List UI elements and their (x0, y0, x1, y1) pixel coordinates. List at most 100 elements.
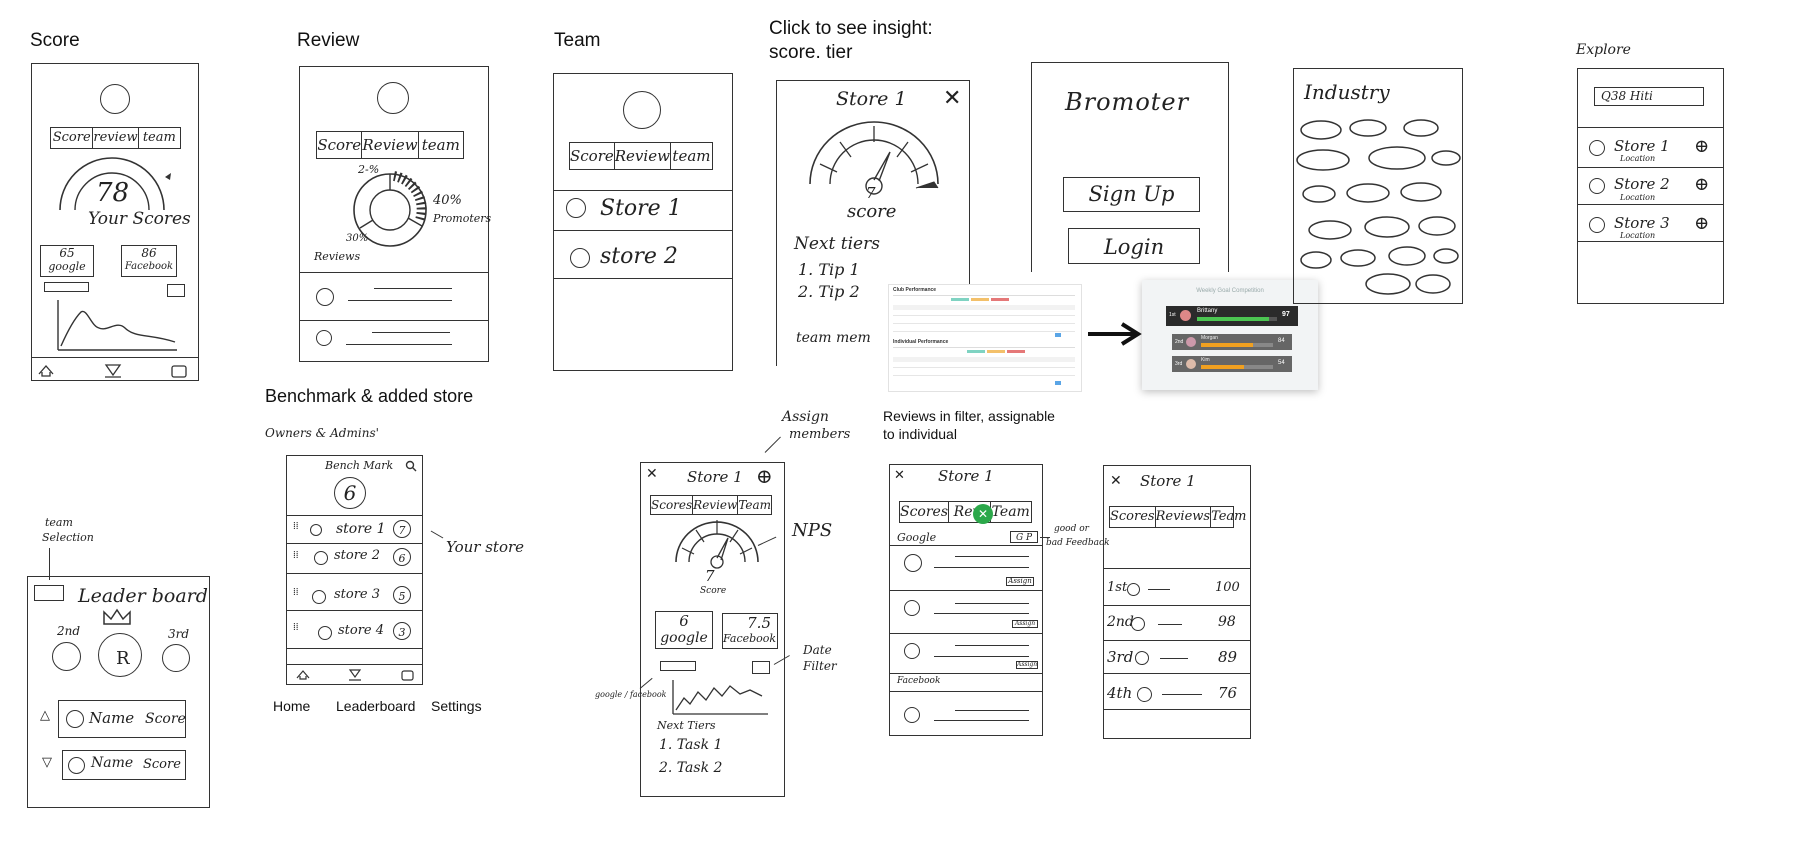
reviews-tabs[interactable]: Scores Revi Team (899, 501, 1032, 523)
tab-team[interactable]: Team (738, 498, 772, 512)
tab-score[interactable]: Score (570, 143, 615, 169)
bottom-nav[interactable] (294, 666, 418, 682)
score-tabs[interactable]: Score review team (50, 127, 181, 149)
tab-team[interactable]: Team (1211, 509, 1247, 524)
review-tabs[interactable]: Score Review team (316, 131, 464, 159)
tip-1: 1. Tip 1 (798, 260, 860, 279)
facebook-section-label: Facebook (897, 676, 941, 686)
assign-tag[interactable]: Assign (1006, 577, 1034, 586)
explore-store-2[interactable]: Store 2 (1614, 175, 1670, 193)
team-mem-label: team mem (796, 330, 871, 346)
close-icon[interactable]: ✕ (894, 468, 905, 483)
close-badge-icon[interactable]: ✕ (973, 504, 993, 524)
drag-handle-icon[interactable]: ⁞⁞ (293, 550, 299, 561)
industry-bubbles[interactable] (1293, 110, 1463, 300)
insight-score-value: 7 (866, 184, 876, 202)
team-selection-button[interactable] (34, 585, 64, 601)
tab-score[interactable]: Score (317, 132, 363, 158)
tab-team[interactable]: team (142, 130, 176, 145)
crown-icon (103, 608, 131, 625)
search-input[interactable]: Q38 Hiti (1594, 87, 1704, 106)
promoters-donut-chart (353, 171, 427, 247)
assign-tag[interactable]: Assign (1012, 620, 1038, 628)
tab-scores[interactable]: Scores (1110, 507, 1156, 527)
insight-title: Store 1 (836, 88, 907, 110)
filter-icon[interactable] (167, 284, 185, 297)
store-score-label: Score (700, 586, 727, 596)
add-store-icon[interactable]: ⊕ (1694, 213, 1710, 234)
close-icon[interactable]: ✕ (646, 466, 658, 482)
google-facebook-annotation: google / facebook (595, 690, 667, 699)
caption-settings: Settings (431, 698, 482, 714)
google-score-box: 6 google (655, 611, 713, 649)
benchmark-rank-badge: 6 (334, 477, 366, 509)
home-icon (296, 670, 310, 680)
tab-team[interactable]: Team (991, 504, 1030, 520)
benchmark-store-1[interactable]: store 1 (336, 521, 386, 537)
store-detail-tabs[interactable]: Scores Review Team (650, 495, 772, 515)
weekly-competition-thumbnail: Weekly Goal Competition 1st Brittany 97 … (1142, 280, 1318, 390)
task-1: 1. Task 1 (659, 737, 723, 753)
tab-review[interactable]: Review (362, 132, 419, 158)
tab-team[interactable]: team (672, 147, 711, 165)
drag-handle-icon[interactable]: ⁞⁞ (293, 521, 299, 532)
add-store-icon[interactable]: ⊕ (1694, 174, 1710, 195)
down-arrow-icon[interactable]: ▽ (42, 755, 52, 770)
tab-review[interactable]: review (93, 128, 139, 148)
reviews-phone-frame (889, 464, 1043, 736)
ranking-phone-frame (1103, 465, 1251, 739)
settings-icon (401, 670, 414, 681)
tab-reviews[interactable]: Reviews (1156, 507, 1212, 527)
facebook-score-box: 7.5 Facebook (722, 613, 778, 649)
leaderboard-title: Leader board (78, 585, 208, 607)
date-filter-icon[interactable] (752, 661, 770, 674)
date-annotation-1: Date (803, 643, 832, 657)
tab-team[interactable]: team (421, 136, 460, 154)
team-store-2[interactable]: store 2 (600, 244, 678, 269)
pct-left: 30% (346, 233, 369, 244)
close-icon[interactable]: ✕ (1110, 473, 1122, 489)
good-bad-filter-toggle[interactable]: G P (1010, 531, 1038, 543)
source-filter-bar[interactable] (660, 661, 696, 671)
team-tabs[interactable]: Score Review team (569, 142, 713, 170)
tab-scores[interactable]: Scores (651, 496, 694, 514)
avatar (100, 84, 130, 114)
tab-scores[interactable]: Scores (900, 502, 950, 522)
tab-review[interactable]: Review (693, 496, 739, 514)
store-avatar (566, 198, 586, 218)
rank-4-score: 76 (1218, 684, 1238, 702)
bottom-nav[interactable] (37, 362, 197, 378)
score-gauge (59, 157, 171, 211)
tab-score[interactable]: Score (51, 128, 94, 148)
task-2: 2. Task 2 (659, 760, 723, 776)
drag-handle-icon[interactable]: ⁞⁞ (293, 587, 299, 598)
drag-handle-icon[interactable]: ⁞⁞ (293, 622, 299, 633)
explore-store-1[interactable]: Store 1 (1614, 137, 1670, 155)
pct-top: 2-% (358, 163, 380, 176)
trophy-icon (104, 364, 122, 378)
trophy-icon (348, 669, 362, 681)
trend-line-chart (57, 300, 177, 351)
benchmark-store-3[interactable]: store 3 (334, 587, 381, 602)
up-arrow-icon[interactable]: △ (40, 708, 50, 723)
google-section-label: Google (897, 531, 937, 544)
leaderboard-row[interactable]: Name Score (58, 700, 186, 738)
add-member-icon[interactable]: ⊕ (756, 464, 773, 488)
close-icon[interactable]: ✕ (943, 86, 962, 111)
reviews-title: Store 1 (938, 467, 994, 485)
login-button[interactable]: Login (1068, 228, 1200, 264)
add-store-icon[interactable]: ⊕ (1694, 136, 1710, 157)
leaderboard-row[interactable]: Name Score (62, 750, 186, 780)
tab-review[interactable]: Review (615, 143, 671, 169)
filter-bar[interactable] (44, 282, 89, 292)
team-store-1[interactable]: Store 1 (600, 196, 682, 221)
sign-up-button[interactable]: Sign Up (1063, 177, 1200, 212)
explore-store-3[interactable]: Store 3 (1614, 214, 1670, 232)
assign-tag[interactable]: Assign (1016, 661, 1038, 669)
benchmark-store-2[interactable]: store 2 (334, 548, 381, 563)
ranking-tabs[interactable]: Scores Reviews Team (1109, 506, 1247, 528)
search-icon[interactable] (405, 460, 417, 472)
benchmark-store-4[interactable]: store 4 (338, 623, 385, 638)
insight-score-label: score (847, 201, 897, 222)
first-place-avatar (98, 633, 142, 677)
